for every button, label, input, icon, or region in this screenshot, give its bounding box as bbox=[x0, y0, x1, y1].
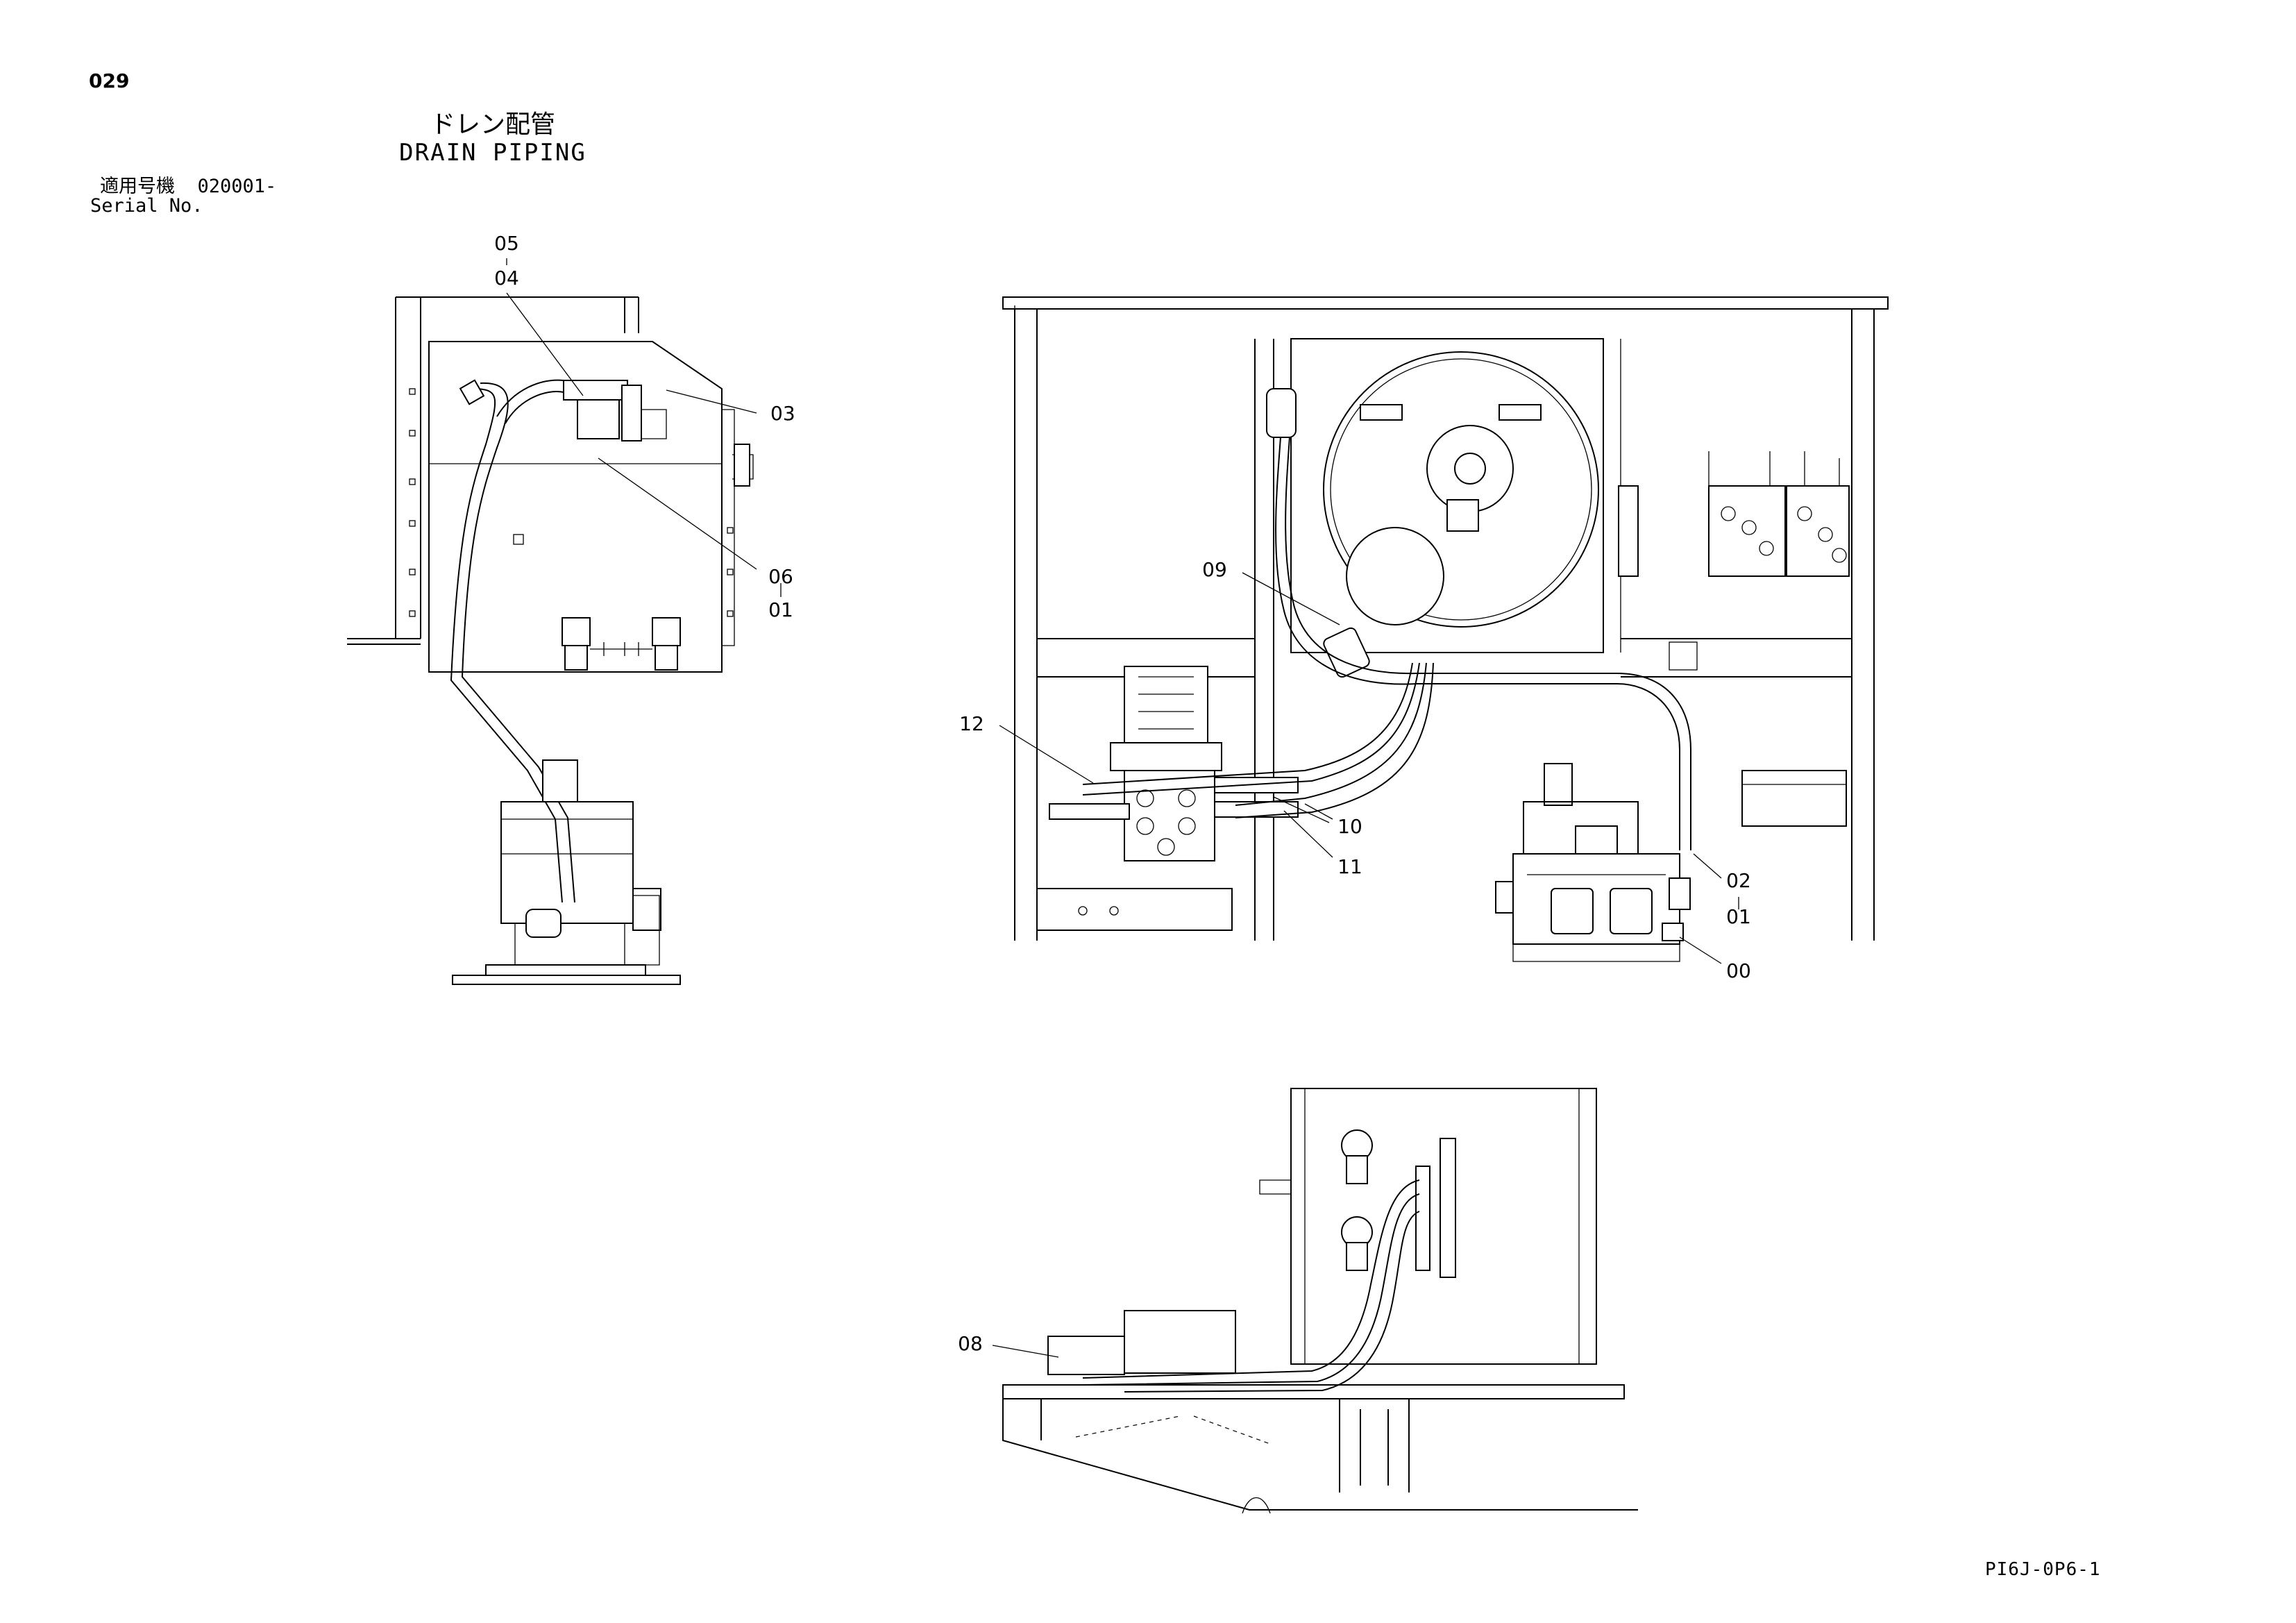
callout-00: 00 bbox=[1726, 959, 1751, 982]
control-valve bbox=[1049, 666, 1299, 916]
callout-10: 10 bbox=[1337, 815, 1362, 838]
callout-01-left: 01 bbox=[768, 598, 793, 621]
pump-plan bbox=[1495, 763, 1691, 962]
valve-blocks bbox=[1708, 451, 1850, 577]
left-view bbox=[347, 296, 754, 985]
right-view bbox=[1002, 296, 1889, 962]
callout-01-right: 01 bbox=[1726, 905, 1751, 928]
callout-04: 04 bbox=[494, 267, 519, 289]
leader-lines bbox=[506, 258, 1739, 1358]
serial-label-en: Serial No. bbox=[90, 195, 203, 217]
page-number: 029 bbox=[89, 69, 130, 92]
bottom-view bbox=[1002, 1088, 1638, 1514]
title-english: DRAIN PIPING bbox=[399, 139, 586, 167]
serial-block: 適用号機 020001- Serial No. bbox=[90, 177, 276, 216]
callout-03: 03 bbox=[770, 402, 795, 425]
callout-05: 05 bbox=[494, 232, 519, 255]
serial-label-jp: 適用号機 bbox=[100, 176, 175, 197]
callout-12: 12 bbox=[959, 712, 984, 735]
callout-06: 06 bbox=[768, 565, 793, 588]
callout-11: 11 bbox=[1337, 855, 1362, 878]
callout-08: 08 bbox=[958, 1332, 983, 1355]
callout-02: 02 bbox=[1726, 869, 1751, 892]
title-japanese: ドレン配管 bbox=[430, 110, 555, 139]
document-id: PI6J-0P6-1 bbox=[1985, 1559, 2101, 1580]
serial-value: 020001- bbox=[197, 176, 277, 197]
callout-09: 09 bbox=[1202, 558, 1227, 581]
